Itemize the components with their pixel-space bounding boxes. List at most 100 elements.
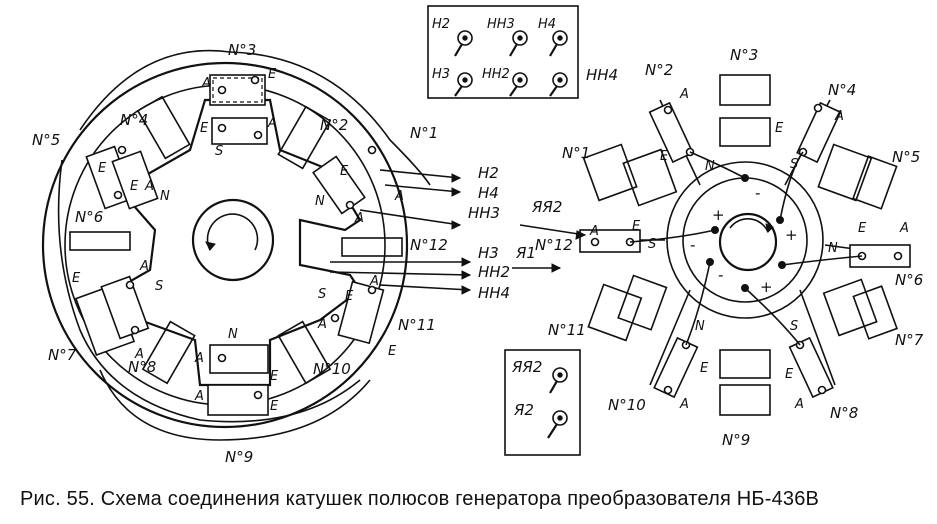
left-label-pole-11: N°11 <box>398 316 436 334</box>
left-terminal-a: A <box>139 259 149 274</box>
left-terminal-n: N <box>315 194 325 209</box>
brush-sign-4: - <box>718 266 723 284</box>
right-label-pole-5: N°5 <box>892 148 920 166</box>
right-label-pole-4: N°4 <box>828 81 856 99</box>
left-label-pole-1: N°1 <box>410 124 438 142</box>
right-label-pole-8: N°8 <box>830 404 858 422</box>
left-terminal-a: A <box>394 189 404 204</box>
right-label-pole-9: N°9 <box>722 431 750 449</box>
left-label-pole-10: N°10 <box>313 360 351 378</box>
terminal-hh2 <box>509 72 528 97</box>
right-terminal-a: A <box>834 109 844 124</box>
right-terminal-n: N <box>695 319 705 334</box>
terminal-label-h2: H2 <box>432 17 450 32</box>
left-terminal-a: A <box>134 347 144 362</box>
left-pole-coil-5 <box>85 145 159 210</box>
terminal-hh3 <box>509 30 528 57</box>
left-pole-coil-9 <box>207 344 269 416</box>
left-label-pole-8: N°8 <box>128 358 156 376</box>
lead-label-h3: H3 <box>478 244 499 262</box>
terminal-label-hh4-side: HH4 <box>586 66 618 84</box>
left-terminal-e: E <box>268 67 277 82</box>
brush-sign-1: + <box>712 206 725 224</box>
right-terminal-n: N <box>705 159 715 174</box>
left-terminal-e: E <box>72 271 81 286</box>
left-label-pole-6: N°6 <box>75 208 103 226</box>
left-label-pole-7: N°7 <box>48 346 77 364</box>
left-terminal-a: A <box>317 317 327 332</box>
left-terminal-a: A <box>194 351 204 366</box>
right-terminal-a: A <box>899 221 909 236</box>
left-terminal-s: S <box>215 144 223 159</box>
left-terminal-n: N <box>160 189 170 204</box>
left-terminal-s: S <box>318 287 326 302</box>
right-pole-coil-2 <box>648 101 695 164</box>
terminal-label-yaya2: ЯЯ2 <box>511 358 542 376</box>
right-pole-coil-12 <box>579 229 641 253</box>
left-terminal-a: A <box>354 211 364 226</box>
terminal-yaya2 <box>549 367 568 394</box>
terminal-block-bottom: ЯЯ2 Я2 <box>504 349 581 456</box>
left-pole-coil-3b <box>211 117 268 145</box>
brush-sign-3: + <box>785 226 798 244</box>
right-lead-yaya2: ЯЯ2 <box>531 198 562 216</box>
left-pole-coil-3 <box>209 74 266 106</box>
terminal-label-h3: H3 <box>432 67 450 82</box>
terminal-h2 <box>454 30 473 57</box>
terminal-block-top: H2 HH3 H4 H3 HH2 HH4 <box>427 5 618 99</box>
left-stator-diagram: N°3 N°1 N°2 N°4 N°5 N°6 N°7 N°8 N°9 N°10… <box>32 41 510 466</box>
right-pole-coil-6 <box>849 244 911 268</box>
terminal-h4 <box>549 30 568 57</box>
terminal-label-ya2: Я2 <box>513 401 534 419</box>
left-terminal-a: A <box>369 274 379 289</box>
left-terminal-e: E <box>340 164 349 179</box>
left-label-pole-5: N°5 <box>32 131 60 149</box>
left-pole-coil-7 <box>74 275 150 357</box>
right-terminal-s: S <box>790 319 798 334</box>
terminal-label-h4: H4 <box>538 17 556 32</box>
right-terminal-s: S <box>648 237 656 252</box>
right-terminal-a: A <box>794 397 804 412</box>
terminal-h3 <box>454 72 473 97</box>
right-label-pole-7: N°7 <box>895 331 924 349</box>
left-terminal-a: A <box>144 179 154 194</box>
lead-label-hh3: HH3 <box>468 204 500 222</box>
left-label-pole-12: N°12 <box>410 236 448 254</box>
left-label-pole-2: N°2 <box>320 116 348 134</box>
right-label-pole-2: N°2 <box>645 61 673 79</box>
left-label-pole-3: N°3 <box>228 41 256 59</box>
right-pole-coil-8 <box>788 336 834 399</box>
right-pole-coil-4 <box>796 101 842 164</box>
lead-label-hh2: HH2 <box>478 263 510 281</box>
lead-label-h4: H4 <box>478 184 499 202</box>
right-terminal-e: E <box>785 367 794 382</box>
right-label-pole-12: N°12 <box>535 236 573 254</box>
right-terminal-a: A <box>679 87 689 102</box>
right-terminal-e: E <box>775 121 784 136</box>
left-terminal-a: A <box>201 76 211 91</box>
left-terminal-e: E <box>388 344 397 359</box>
right-lead-ya1: Я1 <box>515 244 536 262</box>
right-terminal-n: N <box>828 241 838 256</box>
lead-label-h2: H2 <box>478 164 499 182</box>
left-terminal-e: E <box>98 161 107 176</box>
left-terminal-n: N <box>228 327 238 342</box>
right-terminal-a: A <box>679 397 689 412</box>
left-terminal-e: E <box>130 179 139 194</box>
right-terminal-e: E <box>660 149 669 164</box>
left-label-pole-9: N°9 <box>225 448 253 466</box>
right-terminal-a: A <box>589 224 599 239</box>
terminal-label-hh3: HH3 <box>487 17 515 32</box>
terminal-label-hh2: HH2 <box>482 67 510 82</box>
right-label-pole-6: N°6 <box>895 271 923 289</box>
left-pole-coil-11 <box>330 280 385 345</box>
right-terminal-e: E <box>700 361 709 376</box>
right-pole-coil-10 <box>653 336 699 399</box>
right-label-pole-10: N°10 <box>608 396 646 414</box>
left-terminal-s: S <box>155 279 163 294</box>
right-label-pole-1: N°1 <box>562 144 590 162</box>
left-pole-coil-1 <box>312 145 377 215</box>
terminal-hh4 <box>549 72 568 97</box>
terminal-ya2 <box>547 410 568 439</box>
